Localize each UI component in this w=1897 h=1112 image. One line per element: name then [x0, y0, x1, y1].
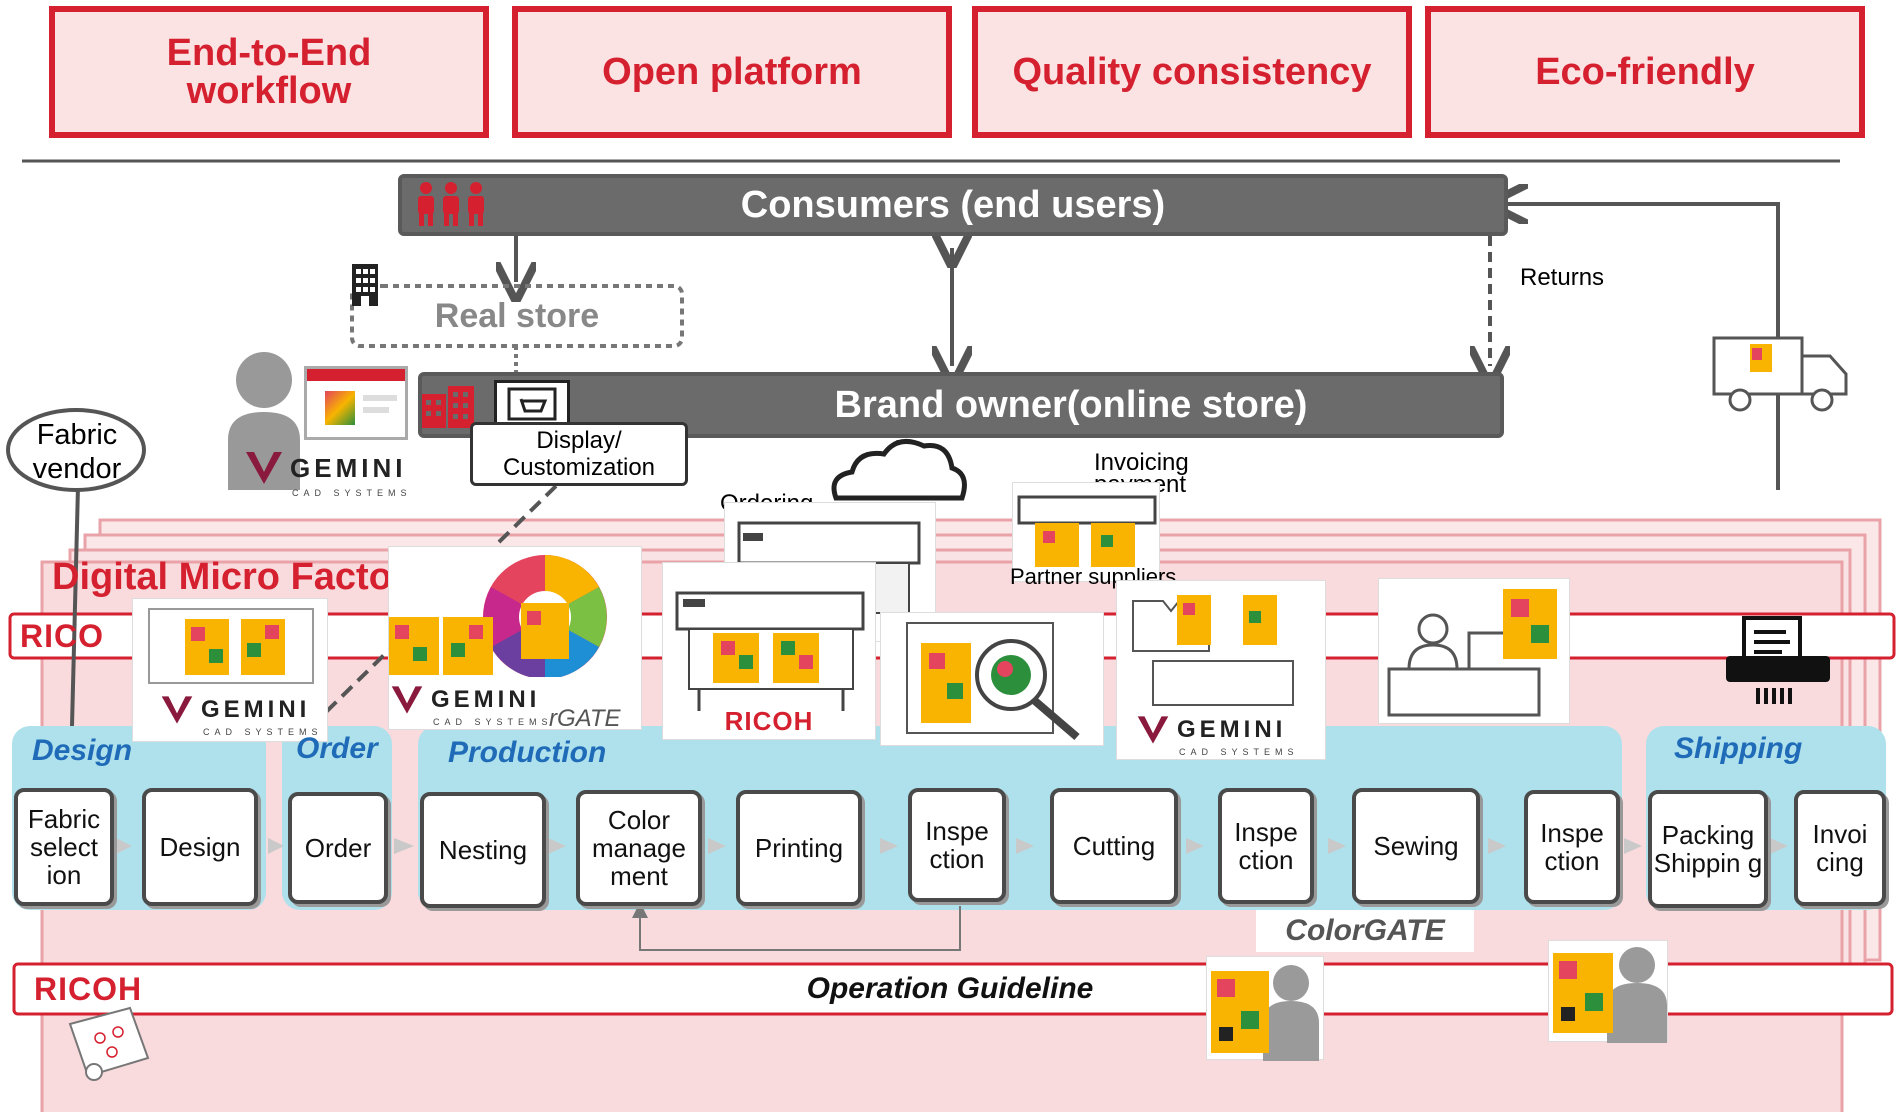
fabric-vendor-label: Fabric vendor — [32, 419, 122, 485]
stage-title-shipping: Shipping — [1674, 732, 1803, 765]
ricoh-banner-top-label: RICO — [20, 618, 104, 654]
step-label: Design — [159, 832, 241, 862]
step-sewing: Sewing — [1352, 788, 1480, 904]
person-icon — [228, 352, 300, 490]
fabric-roll-icon — [68, 1006, 150, 1081]
step-order: Order — [288, 792, 388, 904]
truck-icon — [1712, 336, 1848, 412]
step-printing: Printing — [736, 790, 862, 906]
step-label: Inspe ction — [925, 816, 989, 874]
gemini-word: GEMINI — [431, 686, 541, 713]
brand-owner-bar: Brand owner(online store) — [418, 372, 1504, 438]
value-box-end-to-end: End-to-End workflow — [49, 6, 489, 138]
people-icon — [418, 182, 484, 226]
design-gemini-image: GEMINI CAD SYSTEMS — [132, 598, 328, 742]
digital-micro-factory-title: Digital Micro Factory — [52, 556, 428, 598]
nesting-colorgate-image: GEMINI CAD SYSTEMS rGATE — [388, 546, 642, 732]
step-label: Sewing — [1373, 831, 1459, 861]
gemini-mark-icon — [246, 452, 282, 484]
gemini-logo-cutting: GEMINI CAD SYSTEMS — [1135, 713, 1299, 757]
cutting-image: GEMINI CAD SYSTEMS — [1116, 580, 1326, 760]
brand-owner-label: Brand owner(online store) — [834, 383, 1308, 426]
stage-bg-production — [418, 726, 1622, 910]
gemini-word: GEMINI — [1177, 716, 1287, 743]
step-arrows — [116, 838, 1788, 854]
invoice-printer-icon — [1726, 616, 1830, 704]
step-label: Color manage ment — [592, 805, 686, 891]
real-store-label: Real store — [434, 296, 600, 335]
consumers-bar: Consumers (end users) — [398, 174, 1508, 236]
step-inspection-2: Inspe ction — [1218, 788, 1314, 904]
operation-guideline-banner — [12, 962, 1894, 1016]
colorgate-logo-text: ColorGATE — [1285, 914, 1445, 947]
ricoh-banner-bottom-label: RICOH — [34, 971, 143, 1007]
ricoh-printer-label: RICOH — [724, 706, 814, 736]
guideline-person-image-2 — [1548, 940, 1668, 1043]
printer-image-front: RICOH — [662, 562, 876, 740]
inspection-image — [880, 612, 1104, 746]
consumers-label: Consumers (end users) — [740, 183, 1166, 226]
stage-title-design: Design — [32, 734, 133, 767]
online-shop-screen — [304, 366, 408, 440]
step-nesting: Nesting — [420, 792, 546, 908]
step-invoicing: Invoi cing — [1794, 790, 1886, 906]
step-fabric-selection: Fabric select ion — [14, 788, 114, 906]
building-icon — [352, 264, 378, 306]
value-box-label: Eco-friendly — [1535, 51, 1755, 93]
step-label: Cutting — [1072, 831, 1156, 861]
colorgate-logo: ColorGATE — [1256, 910, 1474, 952]
gemini-sub: CAD SYSTEMS — [433, 717, 553, 727]
gemini-sub: CAD SYSTEMS — [1179, 747, 1299, 757]
partner-printer-image — [1012, 482, 1160, 582]
gemini-logo-person: GEMINI CAD SYSTEMS — [244, 448, 412, 498]
fabric-vendor-ellipse — [6, 408, 146, 492]
returns-label: Returns — [1520, 264, 1605, 291]
stage-title-production: Production — [448, 736, 607, 769]
step-label: Inspe ction — [1234, 817, 1298, 875]
cloud-icon — [831, 439, 967, 501]
gemini-mark-icon — [1137, 716, 1169, 744]
step-label: Nesting — [438, 835, 528, 865]
colorgate-partial-label: rGATE — [549, 705, 621, 732]
step-color-management: Color manage ment — [576, 790, 702, 906]
step-label: Printing — [754, 833, 844, 863]
gemini-word: GEMINI — [290, 452, 407, 483]
step-label: Order — [304, 833, 372, 863]
gemini-logo-nesting: GEMINI CAD SYSTEMS — [389, 683, 553, 727]
step-packing-shipping: Packing Shippin g — [1648, 790, 1768, 908]
value-box-label: End-to-End workflow — [166, 32, 372, 112]
step-label: Inspe ction — [1540, 818, 1604, 876]
gemini-word: GEMINI — [201, 696, 311, 723]
operation-guideline-label: Operation Guideline — [806, 972, 1094, 1005]
gemini-sub: CAD SYSTEMS — [203, 727, 323, 737]
value-box-quality: Quality consistency — [972, 6, 1412, 138]
step-inspection-1: Inspe ction — [908, 788, 1006, 902]
step-label: Fabric select ion — [27, 804, 101, 890]
gemini-mark-icon — [161, 696, 193, 724]
gemini-logo-design: GEMINI CAD SYSTEMS — [159, 693, 323, 737]
value-box-open-platform: Open platform — [512, 6, 952, 138]
gemini-sub: CAD SYSTEMS — [292, 488, 412, 498]
guideline-person-image-1 — [1206, 956, 1324, 1061]
value-box-label: Open platform — [602, 51, 862, 93]
stage-title-order: Order — [296, 732, 378, 765]
step-label: Invoi cing — [1812, 819, 1868, 877]
step-design: Design — [142, 788, 258, 906]
step-label: Packing Shippin g — [1653, 820, 1763, 878]
gemini-mark-icon — [391, 686, 423, 714]
step-cutting: Cutting — [1050, 788, 1178, 904]
office-icon — [422, 386, 474, 428]
value-box-eco: Eco-friendly — [1425, 6, 1865, 138]
display-customization-box: Display/ Customization — [470, 422, 688, 486]
value-box-label: Quality consistency — [1012, 51, 1372, 93]
sewing-image — [1378, 578, 1570, 724]
display-customization-label: Display/ Customization — [502, 427, 656, 481]
step-inspection-3: Inspe ction — [1524, 790, 1620, 904]
